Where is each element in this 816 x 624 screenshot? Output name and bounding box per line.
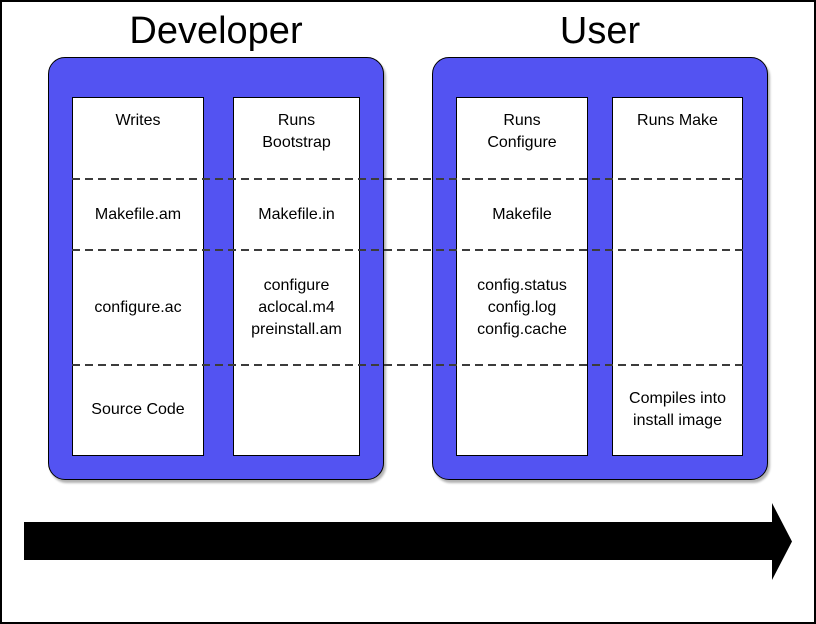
right-arrow-shape	[24, 503, 792, 580]
column-developer-bootstrap: Runs Bootstrap Makefile.in configure acl…	[233, 97, 360, 456]
cell-runs-make: Runs Make	[637, 112, 718, 129]
title-developer: Developer	[129, 10, 303, 52]
cell-makefile-in: Makefile.in	[258, 205, 335, 223]
row-divider-dashed-2	[72, 249, 743, 251]
row-divider-dashed-3	[72, 364, 743, 366]
cell-empty	[457, 365, 587, 455]
cell-makefile-am: Makefile.am	[94, 205, 182, 223]
title-user: User	[559, 10, 641, 52]
cell-writes: Writes	[115, 112, 161, 129]
cell-configure-ac: configure.ac	[94, 298, 182, 316]
cell-runs-bootstrap: Runs Bootstrap	[262, 112, 331, 151]
cell-source-code: Source Code	[91, 401, 185, 418]
cell-empty	[234, 365, 359, 455]
column-developer-writes: Writes Makefile.am configure.ac Source C…	[72, 97, 204, 456]
cell-makefile: Makefile	[492, 205, 552, 223]
cell-bootstrap-outputs: configure aclocal.m4 preinstall.am	[251, 276, 342, 338]
cell-empty	[613, 179, 742, 250]
cell-empty	[613, 250, 742, 365]
cell-compiles-into-install-image: Compiles into install image	[629, 390, 726, 429]
cell-configure-outputs: config.status config.log config.cache	[477, 276, 567, 338]
flow-direction-right-arrow-icon	[24, 503, 792, 580]
cell-runs-configure: Runs Configure	[487, 112, 557, 151]
row-divider-dashed-1	[72, 178, 743, 180]
column-user-configure: Runs Configure Makefile config.status co…	[456, 97, 588, 456]
column-user-make: Runs Make Compiles into install image	[612, 97, 743, 456]
